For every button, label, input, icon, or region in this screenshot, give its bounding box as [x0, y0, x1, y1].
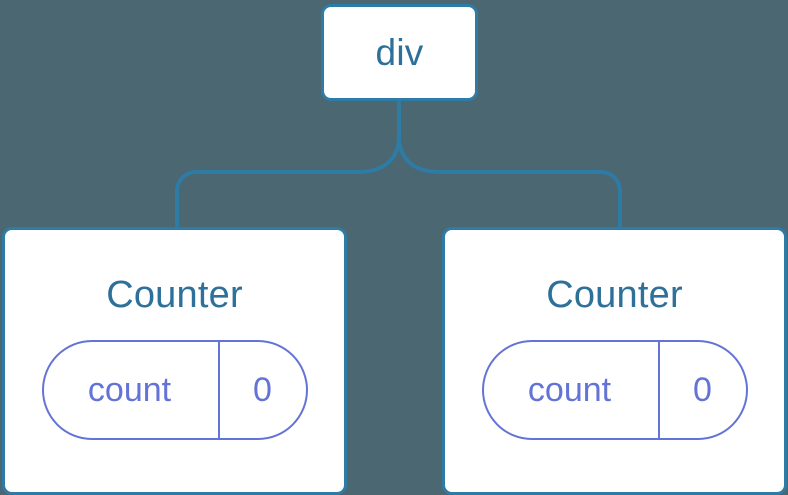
state-key: count — [87, 371, 172, 409]
node-div-label: div — [375, 32, 424, 73]
node-counter-left-label: Counter — [106, 274, 243, 316]
node-div[interactable]: div — [321, 4, 478, 101]
edge-div-to-counter-left — [175, 134, 401, 230]
node-counter-right[interactable]: Counter count 0 — [442, 227, 787, 495]
state-key: count — [527, 371, 612, 409]
state-pill-divider — [217, 342, 220, 438]
node-counter-left[interactable]: Counter count 0 — [2, 227, 347, 495]
state-value: 0 — [693, 371, 712, 409]
state-value: 0 — [253, 371, 272, 409]
state-pill-divider — [657, 342, 660, 438]
edge-div-to-counters — [397, 99, 622, 230]
node-counter-right-label: Counter — [546, 274, 683, 316]
state-pill-counter-right[interactable]: count 0 — [481, 340, 748, 440]
state-pill-counter-left[interactable]: count 0 — [41, 340, 308, 440]
